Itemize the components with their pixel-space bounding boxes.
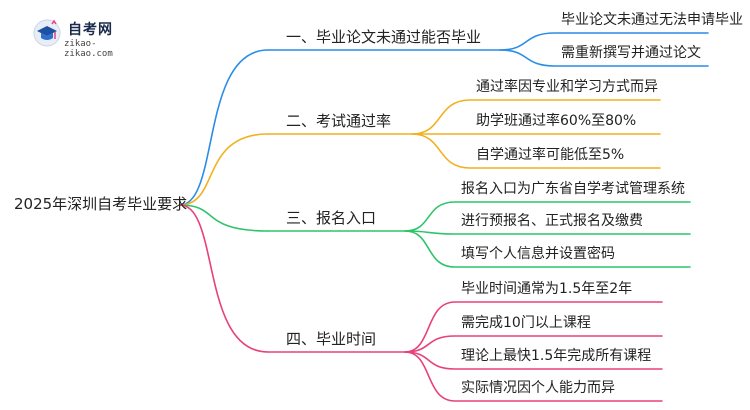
graduation-cap-icon: [33, 19, 61, 47]
branch-connector-1: [179, 49, 269, 206]
leaf-4-1: 毕业时间通常为1.5年至2年: [461, 281, 633, 297]
leaf-1-2: 需重新撰写并通过论文: [561, 45, 701, 61]
leaf-connector-4-4: [404, 351, 663, 402]
leaf-4-4: 实际情况因个人能力而异: [461, 380, 615, 396]
leaf-1-1: 毕业论文未通过无法申请毕业: [561, 12, 743, 28]
logo-name: 自考网: [68, 22, 113, 38]
leaf-connector-4-1: [404, 301, 663, 353]
leaf-connector-2-1: [411, 99, 661, 135]
root-node-label: 2025年深圳自考毕业要求: [14, 195, 188, 213]
leaf-4-3: 理论上最快1.5年完成所有课程: [461, 348, 652, 364]
leaf-connector-4-2: [404, 335, 663, 353]
leaf-3-2: 进行预报名、正式报名及缴费: [461, 213, 643, 229]
leaf-2-1: 通过率因专业和学习方式而异: [476, 79, 658, 95]
leaf-2-2: 助学班通过率60%至80%: [476, 113, 637, 129]
branch-connector-3: [179, 204, 269, 232]
leaf-connector-2-3: [411, 133, 661, 169]
leaf-connector-3-2: [404, 230, 691, 235]
branch-label-4: 四、毕业时间: [286, 330, 377, 348]
branch-label-1: 一、毕业论文未通过能否毕业: [286, 28, 482, 46]
leaf-4-2: 需完成10门以上课程: [461, 315, 591, 331]
leaf-2-3: 自学通过率可能低至5%: [476, 147, 625, 163]
branch-label-3: 三、报名入口: [286, 209, 377, 227]
leaf-connector-1-1: [499, 32, 709, 51]
leaf-3-3: 填写个人信息并设置密码: [461, 246, 615, 262]
leaf-connector-1-2: [499, 49, 709, 67]
branch-connector-2: [179, 133, 269, 206]
branch-label-2: 二、考试通过率: [286, 112, 392, 130]
leaf-connector-4-3: [404, 351, 663, 370]
leaf-connector-3-1: [404, 201, 691, 232]
leaf-connector-3-3: [404, 230, 691, 268]
branch-connector-4: [179, 204, 269, 353]
leaf-3-1: 报名入口为广东省自学考试管理系统: [461, 181, 685, 197]
logo-url: zikao-zikao.com: [64, 39, 113, 59]
site-logo: 自考网 zikao-zikao.com: [32, 16, 142, 59]
